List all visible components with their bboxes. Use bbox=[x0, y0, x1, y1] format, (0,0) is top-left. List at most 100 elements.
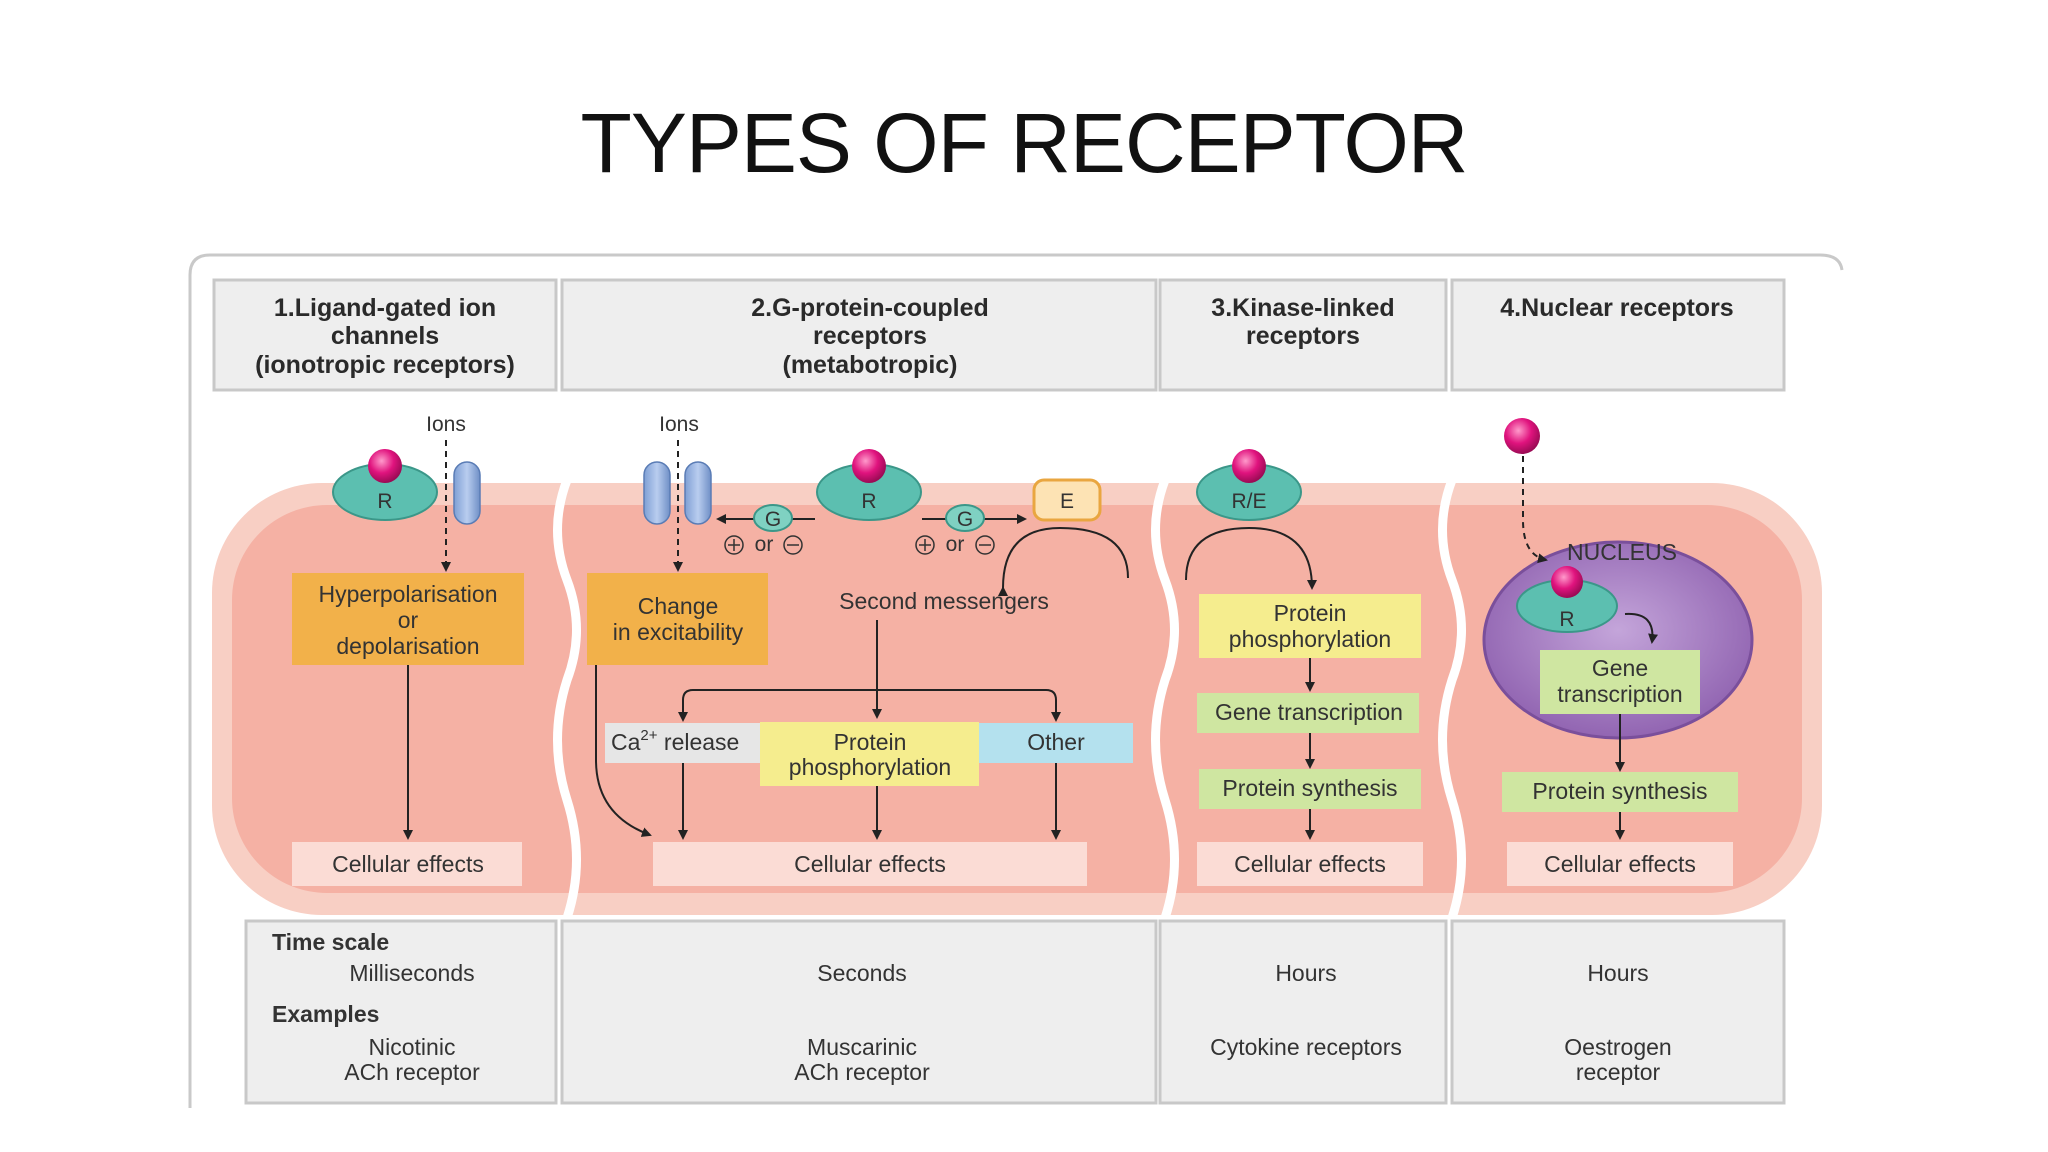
plus-sign-left bbox=[728, 539, 740, 551]
change-line2: in excitability bbox=[613, 619, 744, 645]
g-protein-right-label: G bbox=[957, 508, 973, 531]
ligand-icon-col2 bbox=[852, 449, 886, 483]
footer-col1 bbox=[244, 919, 558, 1105]
arrow-receptor-to-gene bbox=[1624, 612, 1659, 644]
header-col2 bbox=[560, 278, 1158, 392]
ligand-bound-col4 bbox=[1551, 566, 1583, 598]
protein-synthesis-box-col3 bbox=[1199, 769, 1421, 809]
protein-phos-col3-line1: Protein bbox=[1274, 600, 1347, 626]
header-col1 bbox=[212, 278, 558, 392]
figure-frame bbox=[188, 253, 1844, 1108]
branch-line bbox=[682, 689, 1057, 720]
example-col4-line1: Oestrogen bbox=[1564, 1034, 1671, 1060]
ca-release-box bbox=[605, 723, 760, 763]
separator-3 bbox=[1438, 478, 1466, 920]
protein-synthesis-col4: Protein synthesis bbox=[1532, 778, 1707, 804]
cellular-effects-col3: Cellular effects bbox=[1234, 851, 1386, 877]
receptor-label: R bbox=[377, 490, 392, 513]
header-col1-line2: channels bbox=[331, 322, 439, 350]
separator-1 bbox=[553, 478, 581, 920]
protein-synthesis-box-col4 bbox=[1502, 772, 1738, 812]
column-headers: 1.Ligand-gated ion channels (ionotropic … bbox=[212, 278, 1786, 392]
ligand-icon-col3 bbox=[1232, 449, 1266, 483]
g-protein-left-label: G bbox=[765, 508, 781, 531]
header-col2-line1: 2.G-protein-coupled bbox=[751, 294, 989, 322]
other-box bbox=[979, 723, 1133, 763]
minus-icon-left bbox=[783, 535, 803, 555]
footer-col4 bbox=[1450, 919, 1786, 1105]
example-col2-line1: Muscarinic bbox=[807, 1034, 917, 1060]
header-col3-line1: 3.Kinase-linked bbox=[1211, 294, 1394, 322]
ligand-icon-col4 bbox=[1504, 418, 1540, 454]
cellular-effects-box-col4 bbox=[1507, 842, 1733, 886]
g-protein-right bbox=[945, 504, 985, 532]
arrow-excitability-to-effects bbox=[595, 665, 652, 837]
nuclear-receptor-label: R bbox=[1559, 608, 1574, 631]
effector-enzyme bbox=[1032, 478, 1102, 522]
example-col1-line2: ACh receptor bbox=[344, 1059, 480, 1085]
protein-phos-col3-line2: phosphorylation bbox=[1229, 626, 1391, 652]
slide-title: TYPES OF RECEPTOR bbox=[580, 96, 1469, 190]
gene-transcription-col4-line2: transcription bbox=[1557, 681, 1682, 707]
ca-superscript: 2+ bbox=[640, 727, 657, 744]
examples-label: Examples bbox=[272, 1001, 379, 1027]
footer-col2 bbox=[560, 919, 1158, 1105]
plus-sign-right bbox=[919, 539, 931, 551]
example-col2-line2: ACh receptor bbox=[794, 1059, 930, 1085]
time-scale-col1: Milliseconds bbox=[349, 960, 474, 986]
protein-synthesis-col3: Protein synthesis bbox=[1222, 775, 1397, 801]
header-col2-line2: receptors bbox=[813, 322, 927, 350]
other-label: Other bbox=[1027, 729, 1085, 755]
header-col4 bbox=[1450, 278, 1786, 392]
example-col1-line1: Nicotinic bbox=[369, 1034, 456, 1060]
time-scale-col3: Hours bbox=[1275, 960, 1336, 986]
or-left: or bbox=[755, 533, 774, 556]
ions-label-col2: Ions bbox=[659, 413, 699, 436]
cellular-effects-box-col2 bbox=[653, 842, 1087, 886]
second-messengers-label: Second messengers bbox=[839, 588, 1049, 614]
header-col4-line1: 4.Nuclear receptors bbox=[1500, 294, 1733, 322]
header-col1-line1: 1.Ligand-gated ion bbox=[274, 294, 496, 322]
column-kinase-linked: R/E Protein phosphorylation Gene transcr… bbox=[1185, 449, 1423, 886]
g-protein-left bbox=[753, 504, 793, 532]
separator-2 bbox=[1151, 478, 1179, 920]
protein-phos-box-col2 bbox=[760, 722, 979, 786]
gene-transcription-box-col4 bbox=[1540, 650, 1700, 714]
or-right: or bbox=[946, 533, 965, 556]
ca-release-text: Ca2+ release bbox=[611, 727, 739, 755]
time-scale-col4: Hours bbox=[1587, 960, 1648, 986]
effect-col1-line3: depolarisation bbox=[336, 633, 479, 659]
column-ligand-gated: Ions R Hyperpolarisation or depolarisati… bbox=[292, 413, 524, 886]
minus-icon-right bbox=[975, 535, 995, 555]
effector-label: E bbox=[1060, 490, 1074, 513]
protein-phos-col2-line1: Protein bbox=[834, 729, 907, 755]
header-col3 bbox=[1158, 278, 1448, 392]
column-g-protein: Ions R G or G or E Change in excitabilit… bbox=[587, 413, 1133, 886]
plus-icon-right bbox=[915, 535, 935, 555]
change-excitability-box bbox=[587, 573, 768, 665]
footer-table: Time scale Milliseconds Seconds Hours Ho… bbox=[244, 919, 1786, 1105]
time-scale-col2: Seconds bbox=[817, 960, 907, 986]
ion-channel-right bbox=[684, 461, 712, 525]
effect-col1-line1: Hyperpolarisation bbox=[319, 581, 498, 607]
ca-prefix: Ca bbox=[611, 729, 641, 755]
nucleus-label: NUCLEUS bbox=[1567, 539, 1677, 565]
example-col3-line1: Cytokine receptors bbox=[1210, 1034, 1402, 1060]
ligand-icon bbox=[368, 449, 402, 483]
gene-transcription-col3: Gene transcription bbox=[1215, 699, 1403, 725]
header-col3-line2: receptors bbox=[1246, 322, 1360, 350]
protein-phos-col2-line2: phosphorylation bbox=[789, 754, 951, 780]
effect-col1-line2: or bbox=[398, 607, 419, 633]
cellular-effects-col4: Cellular effects bbox=[1544, 851, 1696, 877]
ion-channel-left bbox=[643, 461, 671, 525]
plus-icon-left bbox=[724, 535, 744, 555]
effector-loop-arrow bbox=[997, 526, 1129, 597]
change-line1: Change bbox=[638, 593, 719, 619]
ligand-entry-arrow bbox=[1522, 456, 1548, 564]
cellular-effects-col1: Cellular effects bbox=[332, 851, 484, 877]
ca-release-label: release bbox=[664, 729, 739, 755]
footer-col3 bbox=[1158, 919, 1448, 1105]
cellular-effects-box-col1 bbox=[292, 842, 522, 886]
gene-transcription-col4-line1: Gene bbox=[1592, 655, 1648, 681]
